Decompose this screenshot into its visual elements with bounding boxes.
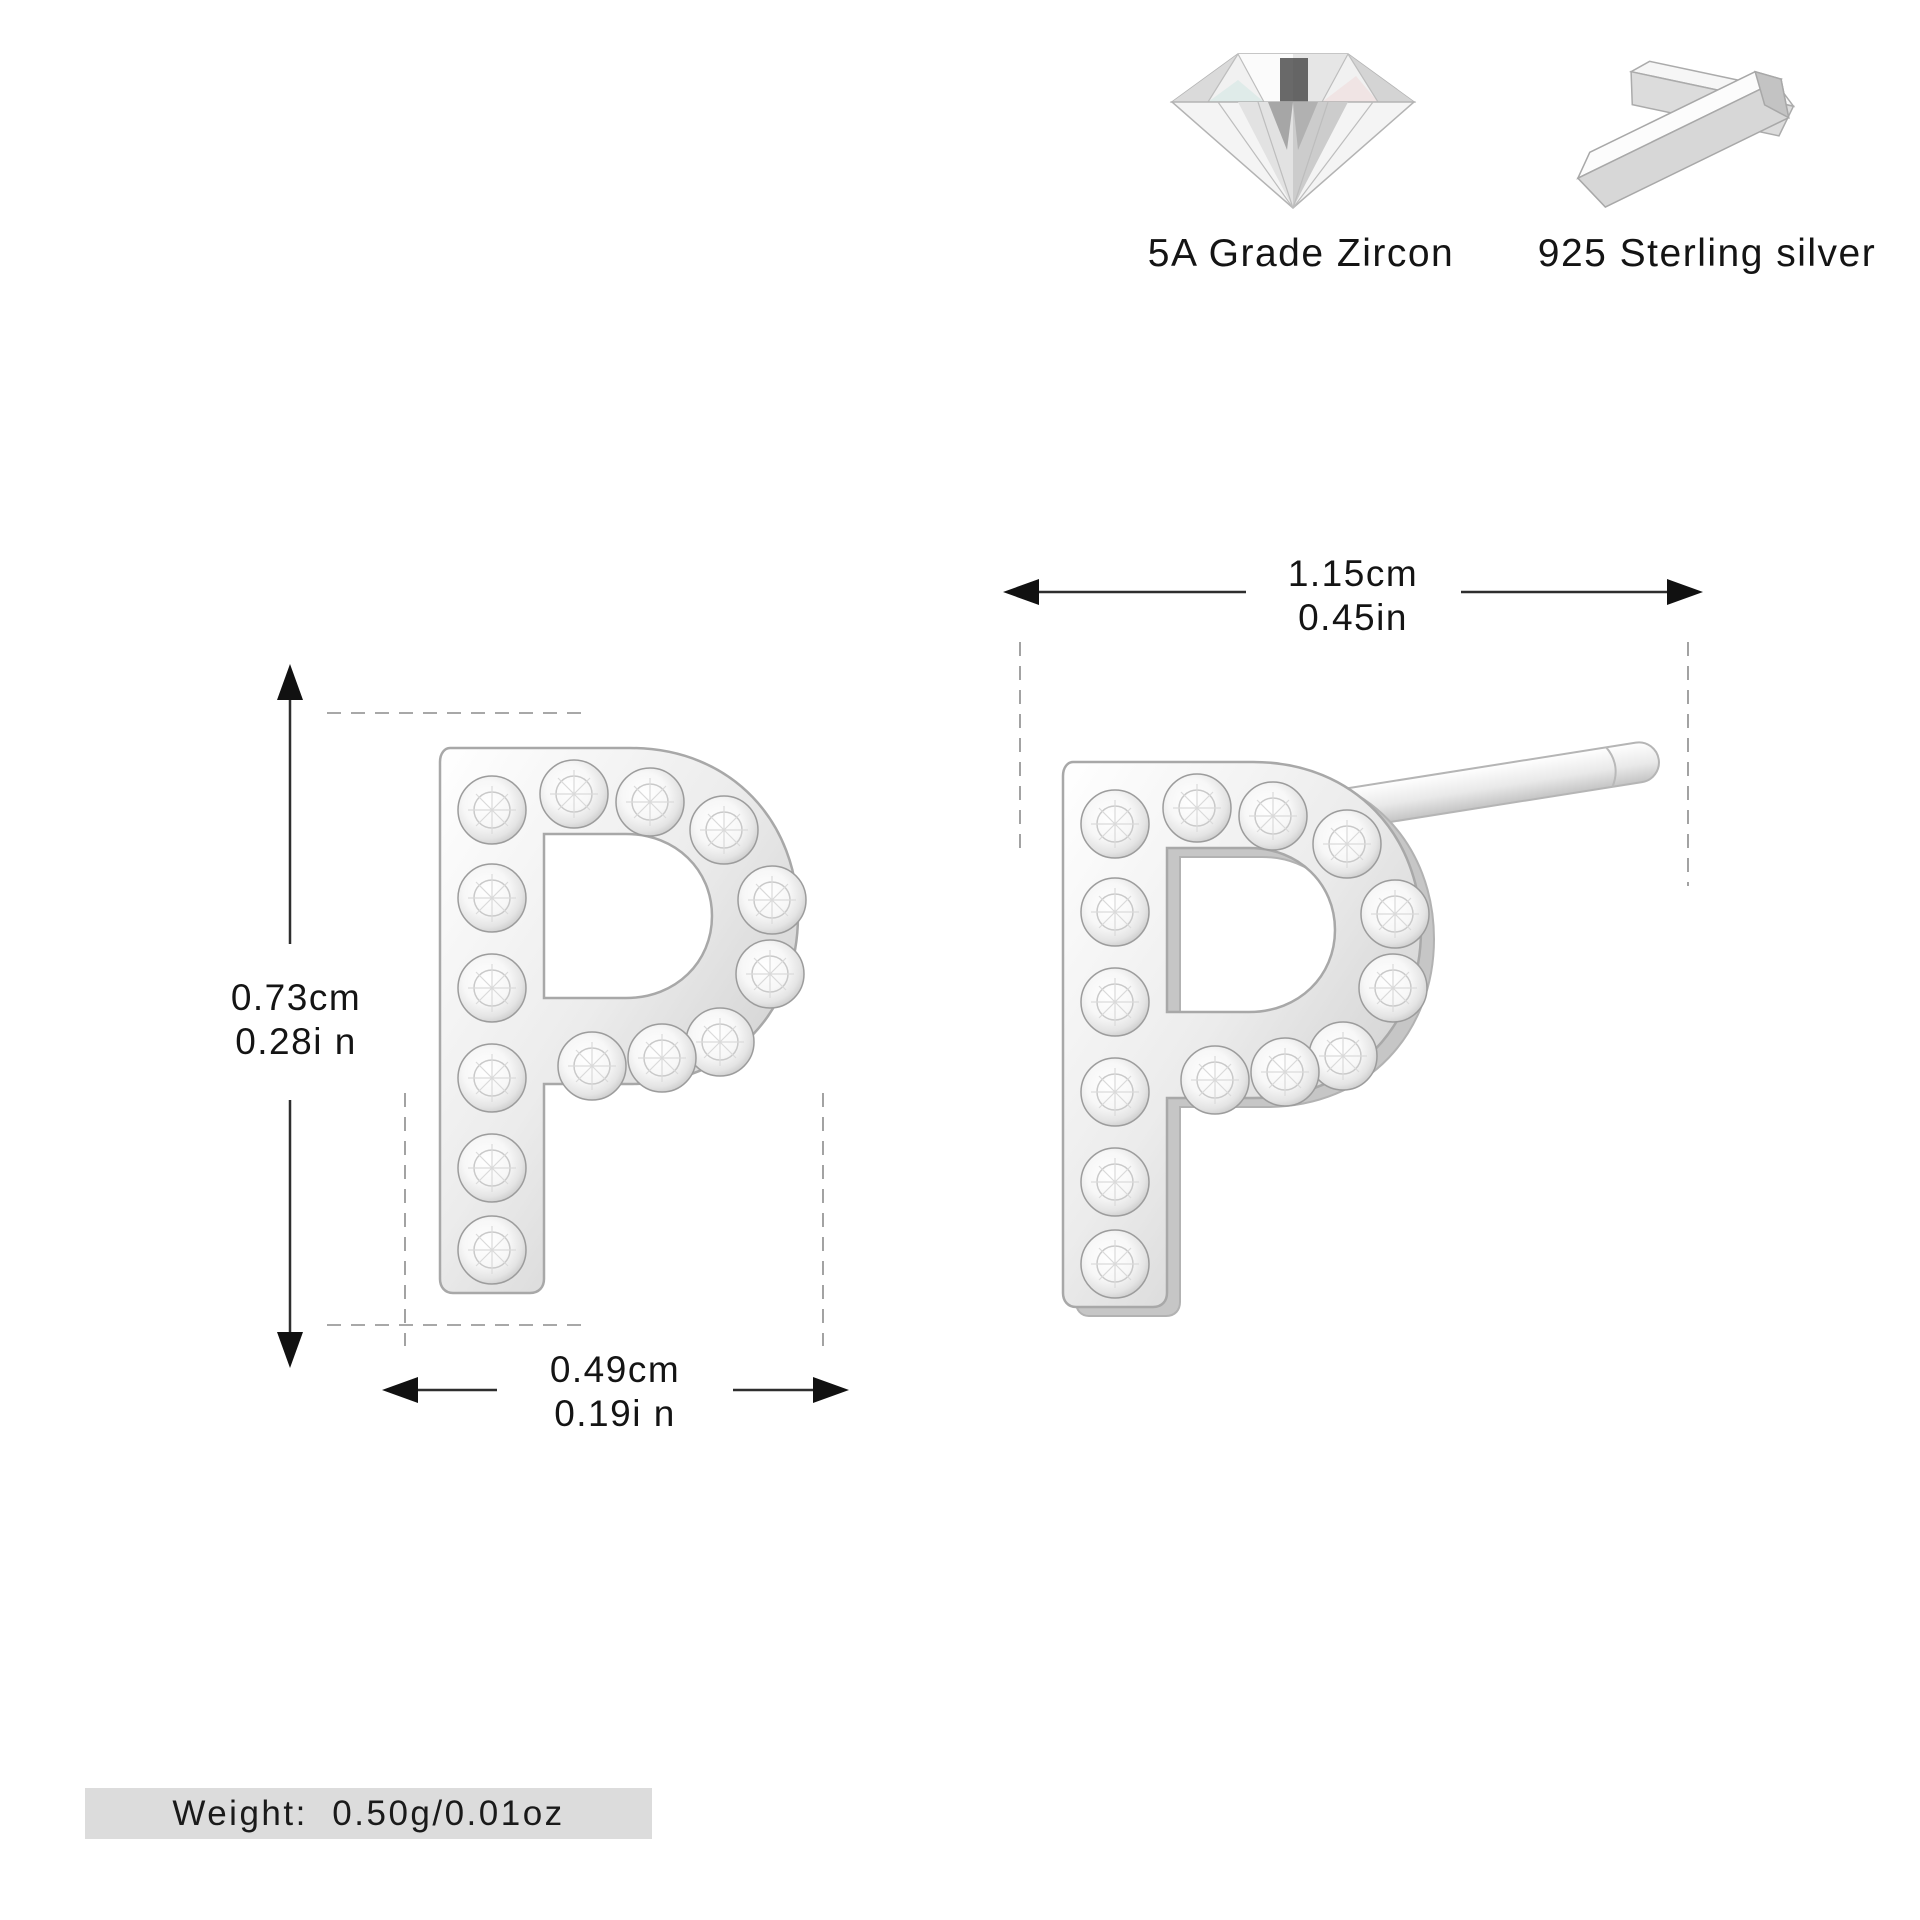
arrow-down-icon [277, 1332, 303, 1368]
weight-text: Weight: 0.50g/0.01oz [172, 1793, 565, 1833]
zircon-stone [735, 939, 805, 1009]
zircon-stone [1358, 953, 1428, 1023]
zircon-stone [689, 795, 759, 865]
zircon-stone [557, 1031, 627, 1101]
stem-width-dimension [382, 1377, 849, 1403]
stem-width-label: 0.49cm 0.19i n [550, 1348, 680, 1436]
zircon-stone [627, 1023, 697, 1093]
zircon-material-label: 5A Grade Zircon [1147, 232, 1455, 275]
zircon-stone [1360, 879, 1430, 949]
zircon-stone [1080, 1229, 1150, 1299]
arrow-right-icon [1667, 579, 1703, 605]
height-cm: 0.73cm [230, 977, 362, 1018]
arrow-left-icon [1003, 579, 1039, 605]
zircon-stone [457, 863, 527, 933]
zircon-stone [1080, 789, 1150, 859]
silver-material-label: 925 Sterling silver [1537, 232, 1877, 275]
silver-bars-icon [1576, 60, 1796, 208]
zircon-stone [1312, 809, 1382, 879]
zircon-diamond-icon [1169, 53, 1417, 209]
zircon-stone [1162, 773, 1232, 843]
zircon-stone [457, 1043, 527, 1113]
arrow-left-icon [382, 1377, 418, 1403]
right-earring: P [1061, 741, 1660, 1317]
zircon-stone [1238, 781, 1308, 851]
zircon-stone [1080, 877, 1150, 947]
arrow-up-icon [277, 664, 303, 700]
total-width-cm: 1.15cm [1287, 553, 1419, 594]
zircon-stone [457, 775, 527, 845]
height-dimension [277, 664, 303, 1368]
total-width-inch: 0.45in [1298, 597, 1408, 638]
weight-badge: Weight: 0.50g/0.01oz [85, 1788, 652, 1839]
zircon-stone [1180, 1045, 1250, 1115]
zircon-stone [539, 759, 609, 829]
zircon-stone [685, 1007, 755, 1077]
zircon-stone [615, 767, 685, 837]
height-inch: 0.28i n [235, 1021, 357, 1062]
zircon-stone [1080, 1057, 1150, 1127]
stem-width-extension-lines [404, 1093, 824, 1346]
zircon-stone [457, 1133, 527, 1203]
height-extension-lines [327, 712, 583, 1326]
total-width-extension-lines [1019, 642, 1689, 886]
zircon-stone [1250, 1037, 1320, 1107]
stem-width-cm: 0.49cm [549, 1349, 681, 1390]
zircon-stone [1080, 967, 1150, 1037]
zircon-stone [737, 865, 807, 935]
zircon-stone [457, 1215, 527, 1285]
zircon-stone [1080, 1147, 1150, 1217]
arrow-right-icon [813, 1377, 849, 1403]
total-width-dimension [1003, 579, 1703, 605]
stem-width-inch: 0.19i n [554, 1393, 676, 1434]
left-earring: P [438, 746, 807, 1295]
zircon-stone [1308, 1021, 1378, 1091]
height-label: 0.73cm 0.28i n [231, 976, 361, 1064]
total-width-label: 1.15cm 0.45in [1288, 552, 1418, 640]
zircon-stone [457, 953, 527, 1023]
